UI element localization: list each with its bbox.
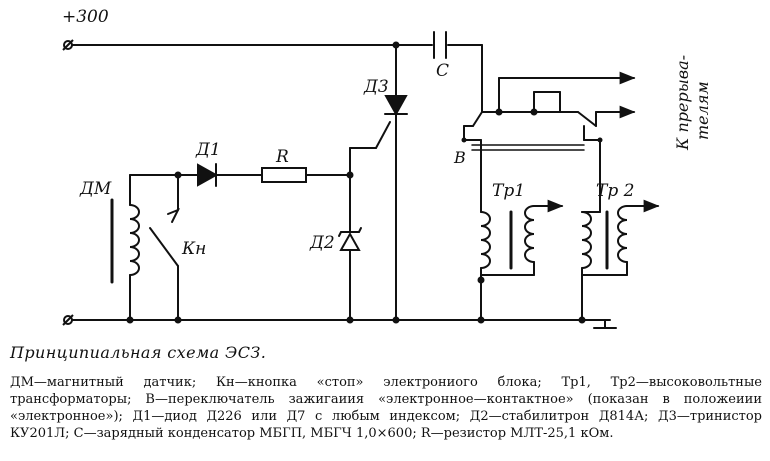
junction-dots — [126, 41, 603, 324]
label-plus300: +300 — [62, 7, 109, 27]
label-d1: Д1 — [195, 140, 221, 160]
zener-d2 — [338, 227, 362, 251]
diode-d1 — [197, 163, 219, 187]
label-c: С — [436, 61, 449, 81]
switch-b-bar — [471, 144, 585, 151]
ground-symbol — [593, 319, 617, 329]
label-b: В — [453, 148, 466, 167]
sensor-dm-coil — [129, 204, 140, 276]
thyristor-d3 — [384, 95, 408, 117]
label-tp1: Тр1 — [492, 181, 525, 201]
label-breakers-line1: К прерыва- — [673, 55, 692, 151]
label-kn: Кн — [181, 239, 206, 259]
transformer-tp1-primary — [480, 211, 491, 269]
stop-button-kn — [149, 227, 179, 267]
resistor-r — [261, 167, 307, 183]
label-breakers-line2: телям — [693, 81, 712, 140]
figure-legend: ДМ—магнитный датчик; Кн—кнопка «стоп» эл… — [10, 375, 762, 441]
figure-caption: Принципиальная схема ЭСЗ. — [10, 343, 267, 362]
label-d3: Д3 — [363, 77, 389, 97]
capacitor-c — [433, 31, 447, 59]
label-r: R — [275, 147, 289, 167]
label-tp2: Тр 2 — [596, 181, 634, 201]
label-dm: ДМ — [79, 179, 112, 199]
circuit-schematic: +300 ДМ Д1 R Д3 С Д2 Кн В Тр1 Тр 2 К пре… — [62, 7, 712, 329]
transformer-tp2-primary — [581, 211, 592, 269]
label-d2: Д2 — [309, 233, 335, 253]
